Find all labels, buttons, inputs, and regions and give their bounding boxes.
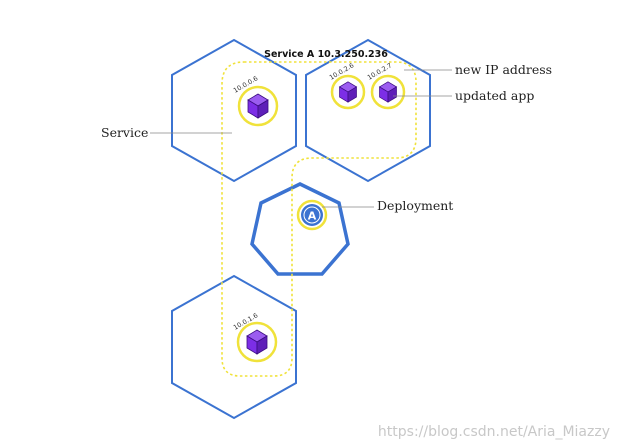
updated-app-label: updated app <box>455 88 534 103</box>
pod-10-0-2-7: 10.0.2.7 <box>366 61 406 110</box>
service-boundary <box>221 61 417 377</box>
container-cube-icon <box>246 329 268 355</box>
watermark: https://blog.csdn.net/Aria_Miazzy <box>378 424 610 440</box>
service-title: Service A 10.3.250.236 <box>264 49 388 60</box>
deployment-icon: A <box>296 199 328 231</box>
pod-10-0-2-6: 10.0.2.6 <box>328 61 366 110</box>
pod-10-0-0-6: 10.0.0.6 <box>232 74 279 127</box>
container-cube-icon <box>378 81 398 103</box>
node-hexagon-top-left <box>171 38 297 183</box>
pod-10-0-1-6: 10.0.1.6 <box>232 311 278 363</box>
new-ip-label: new IP address <box>455 62 552 77</box>
node-hexagon-bottom <box>171 274 297 420</box>
service-label: Service <box>101 125 148 140</box>
deployment-heptagon <box>250 182 350 276</box>
container-cube-icon <box>338 81 358 103</box>
node-hexagon-top-right <box>305 38 431 183</box>
container-cube-icon <box>247 93 269 119</box>
deployment-letter: A <box>308 210 317 223</box>
deployment-label: Deployment <box>377 198 453 213</box>
